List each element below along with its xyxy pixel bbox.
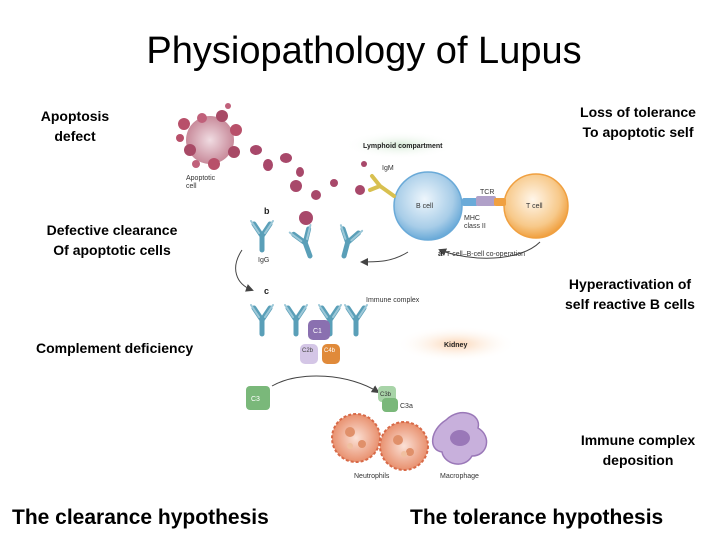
svg-text:T cell: T cell xyxy=(526,203,543,210)
panel-c-label: c xyxy=(264,286,269,296)
macrophage-label: Macrophage xyxy=(440,473,479,480)
mhc-label-2: class II xyxy=(464,223,486,230)
apoptosis-defect-label: Apoptosis defect xyxy=(40,108,110,144)
svg-text:C3: C3 xyxy=(251,396,260,403)
complement-c4b: C4b xyxy=(322,344,340,364)
svg-text:C1: C1 xyxy=(313,328,322,335)
c3a-label: C3a xyxy=(400,403,413,410)
apoptotic-cell xyxy=(176,103,242,170)
page-title: Physiopathology of Lupus xyxy=(146,30,582,72)
macrophage xyxy=(432,411,488,465)
tcr-mhc-complex xyxy=(462,196,506,206)
defective-clearance-label: Defective clearance Of apoptotic cells xyxy=(46,222,178,258)
complement-c1: C1 xyxy=(308,320,330,340)
igg-antibodies xyxy=(251,221,362,260)
b-cell-to-antibody-arrow xyxy=(360,251,409,266)
apoptotic-cell-label-1: Apoptotic xyxy=(186,175,216,182)
complement-deficiency-label: Complement deficiency xyxy=(36,340,194,356)
svg-text:C2b: C2b xyxy=(302,348,314,354)
b-cell: B cell xyxy=(393,171,463,241)
kidney-label: Kidney xyxy=(444,342,467,349)
cooperation-arrow xyxy=(438,241,541,259)
igm-label: IgM xyxy=(382,165,394,172)
tolerance-hypothesis-label: The tolerance hypothesis xyxy=(410,506,664,529)
clearance-arrow xyxy=(235,249,254,292)
tcr-label: TCR xyxy=(480,189,494,196)
t-cell: T cell xyxy=(503,173,569,239)
apoptotic-bodies xyxy=(250,145,367,225)
lymphoid-label: Lymphoid compartment xyxy=(363,143,443,150)
neutrophils xyxy=(331,413,429,471)
hyperactivation-label: Hyperactivation of self reactive B cells xyxy=(565,276,695,312)
panel-a-label: a xyxy=(438,249,443,258)
mhc-label-1: MHC xyxy=(464,215,480,222)
immune-complex-label: Immune complex xyxy=(366,297,420,304)
svg-text:B cell: B cell xyxy=(416,203,434,210)
neutrophils-label: Neutrophils xyxy=(354,473,390,480)
immune-complex-deposition-label: Immune complex deposition xyxy=(580,432,696,468)
cooperation-label: T-cell–B-cell co-operation xyxy=(446,251,525,258)
igg-label: IgG xyxy=(258,257,269,264)
complement-c2b: C2b xyxy=(300,344,318,364)
kidney-halo xyxy=(396,326,516,362)
complement-c3: C3 xyxy=(246,386,270,410)
svg-text:C3b: C3b xyxy=(380,392,392,398)
clearance-hypothesis-label: The clearance hypothesis xyxy=(12,506,269,529)
loss-of-tolerance-label: Loss of tolerance To apoptotic self xyxy=(580,104,696,140)
complement-c3b: C3b xyxy=(378,386,398,412)
complement-cleavage-arrow xyxy=(271,375,380,394)
svg-text:C4b: C4b xyxy=(324,348,336,354)
igm-receptor xyxy=(368,174,396,198)
panel-b-label: b xyxy=(264,206,270,216)
lymphoid-halo xyxy=(344,131,456,159)
apoptotic-cell-label-2: cell xyxy=(186,183,197,190)
